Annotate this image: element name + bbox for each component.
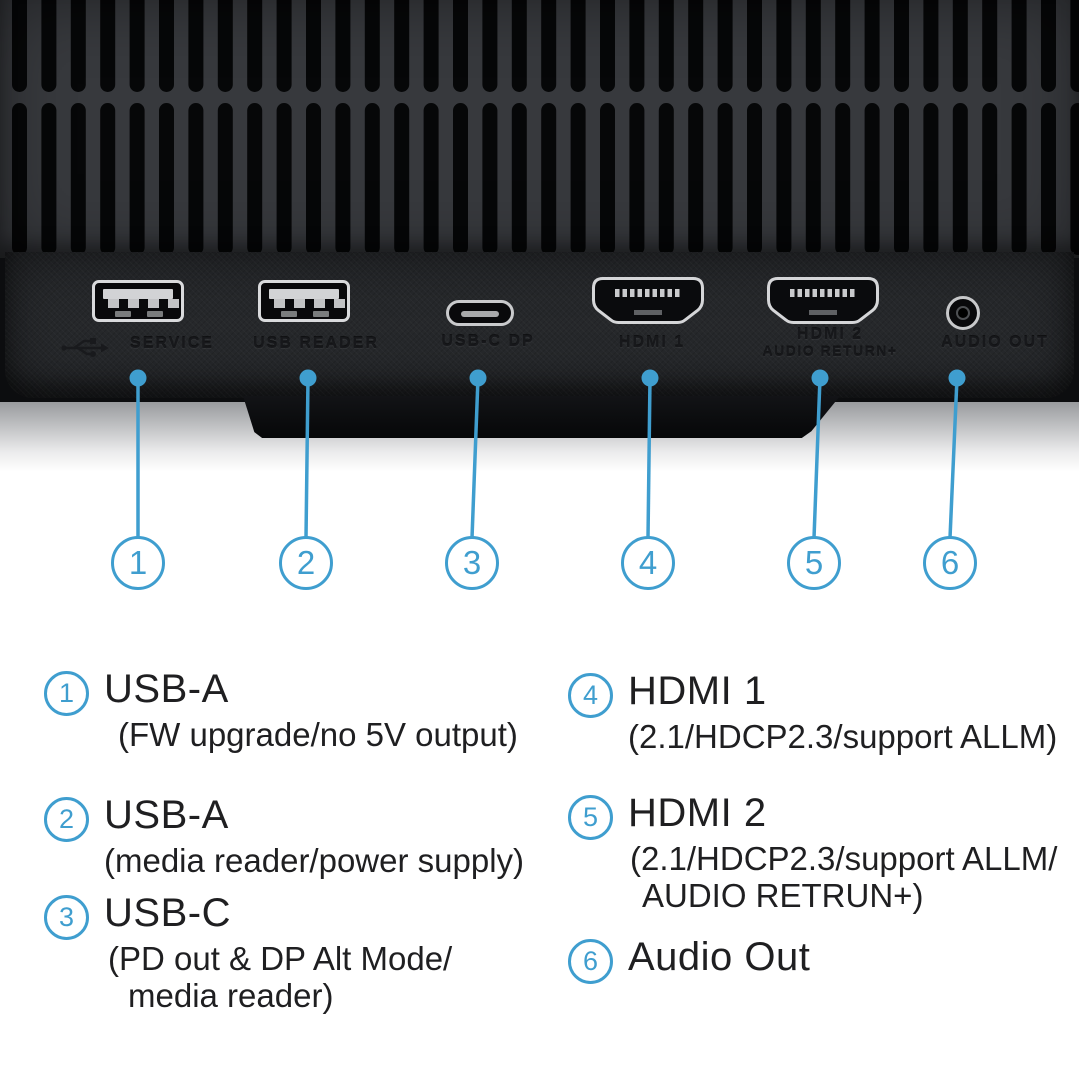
port-audio-out — [946, 296, 980, 330]
vent-grille — [0, 0, 1079, 258]
legend-desc-5a: (2.1/HDCP2.3/support ALLM/ — [630, 840, 1058, 877]
port-label-hdmi-1: HDMI 1 — [618, 334, 686, 351]
legend-num-6: 6 — [568, 939, 613, 984]
port-label-hdmi-2: HDMI 2 — [796, 326, 864, 343]
legend-num-3: 3 — [44, 895, 89, 940]
jack-hole — [956, 306, 970, 320]
device-photo: SERVICE USB READER USB-C DP HDMI 1 HDMI … — [0, 0, 1079, 480]
usb-a-nub — [313, 311, 329, 317]
legend-item-5: 5 HDMI 2 (2.1/HDCP2.3/support ALLM/ AUDI… — [568, 790, 1057, 914]
legend-item-2: 2 USB-A (media reader/power supply) — [44, 792, 524, 879]
usb-a-nub — [281, 311, 297, 317]
port-hdmi-1 — [592, 277, 704, 324]
port-usb-a-service — [92, 280, 184, 322]
legend-title-6: Audio Out — [628, 935, 811, 979]
rear-io-panel: SERVICE USB READER USB-C DP HDMI 1 HDMI … — [5, 252, 1074, 398]
legend-title-3: USB-C — [104, 891, 231, 935]
callout-circle-6: 6 — [923, 536, 977, 590]
legend-item-3: 3 USB-C (PD out & DP Alt Mode/ media rea… — [44, 890, 452, 1014]
usb-c-tongue — [461, 311, 499, 317]
usb-a-nub — [147, 311, 163, 317]
usb-trident-icon — [61, 338, 109, 357]
usb-a-pin — [108, 299, 119, 308]
legend-item-4: 4 HDMI 1 (2.1/HDCP2.3/support ALLM) — [568, 668, 1057, 755]
legend-item-6: 6 Audio Out — [568, 934, 810, 984]
usb-a-nub — [115, 311, 131, 317]
panel-texture — [5, 252, 1074, 398]
legend-num-1: 1 — [44, 671, 89, 716]
device-stand — [243, 396, 840, 438]
usb-a-pin — [274, 299, 285, 308]
callout-circle-5: 5 — [787, 536, 841, 590]
legend-desc-3a: (PD out & DP Alt Mode/ — [108, 940, 453, 977]
legend-title-5: HDMI 2 — [628, 791, 767, 835]
legend-desc-1: (FW upgrade/no 5V output) — [118, 716, 518, 753]
legend-item-1: 1 USB-A (FW upgrade/no 5V output) — [44, 666, 518, 753]
port-label-usb-reader: USB READER — [253, 335, 379, 352]
legend-desc-2: (media reader/power supply) — [104, 842, 525, 879]
legend-title-1: USB-A — [104, 667, 229, 711]
legend-desc-4: (2.1/HDCP2.3/support ALLM) — [628, 718, 1058, 755]
usb-a-pin — [314, 299, 325, 308]
port-hdmi-2 — [767, 277, 879, 324]
usb-a-tongue — [269, 289, 339, 299]
usb-a-pin — [148, 299, 159, 308]
callout-circle-4: 4 — [621, 536, 675, 590]
port-usb-a-reader — [258, 280, 350, 322]
legend-num-2: 2 — [44, 797, 89, 842]
legend-desc-3b: media reader) — [128, 977, 334, 1014]
port-label-audio-out: AUDIO OUT — [941, 334, 1049, 351]
legend-title-4: HDMI 1 — [628, 669, 767, 713]
port-label-audio-return: AUDIO RETURN+ — [762, 343, 898, 359]
port-label-service: SERVICE — [130, 335, 214, 352]
legend-desc-5b: AUDIO RETRUN+) — [642, 877, 924, 914]
callout-circle-1: 1 — [111, 536, 165, 590]
usb-a-pin — [168, 299, 179, 308]
usb-a-pin — [334, 299, 345, 308]
port-label-usb-c-dp: USB-C DP — [441, 333, 535, 350]
port-usb-c — [446, 300, 514, 326]
legend-num-4: 4 — [568, 673, 613, 718]
callout-circle-3: 3 — [445, 536, 499, 590]
usb-a-pin — [294, 299, 305, 308]
usb-a-tongue — [103, 289, 173, 299]
usb-a-pin — [128, 299, 139, 308]
legend-title-2: USB-A — [104, 793, 229, 837]
legend-num-5: 5 — [568, 795, 613, 840]
callout-circle-2: 2 — [279, 536, 333, 590]
